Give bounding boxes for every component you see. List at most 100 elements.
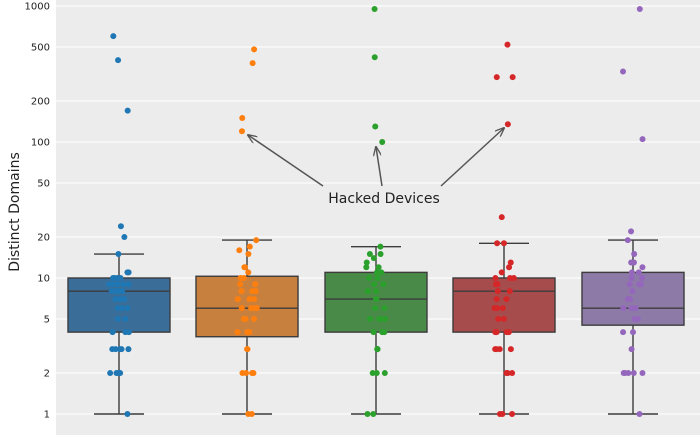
data-point: [494, 240, 501, 247]
data-point: [109, 329, 116, 336]
y-tick-label: 500: [31, 42, 50, 53]
data-point: [628, 228, 635, 235]
data-point: [620, 305, 627, 312]
data-point: [112, 346, 119, 353]
data-point: [370, 411, 377, 417]
data-point: [382, 315, 389, 322]
data-point: [366, 251, 373, 258]
data-point: [503, 296, 510, 303]
data-point: [118, 305, 125, 312]
data-point: [380, 281, 387, 288]
y-axis-title: Distinct Domains: [7, 152, 23, 271]
data-point: [371, 281, 378, 288]
data-point: [509, 74, 516, 81]
y-tick-label: 10: [37, 274, 50, 285]
data-point: [373, 370, 380, 377]
data-point: [245, 251, 252, 258]
data-point: [506, 288, 513, 295]
data-point: [116, 346, 123, 353]
annotation-arrow: [440, 128, 504, 187]
data-point: [251, 305, 258, 312]
data-point: [115, 288, 122, 295]
y-tick-label: 2: [44, 369, 50, 380]
data-point: [379, 329, 386, 336]
data-point: [372, 288, 379, 295]
data-point: [252, 281, 259, 288]
data-point: [251, 46, 258, 53]
data-point: [117, 275, 124, 281]
data-point: [374, 275, 381, 281]
data-point: [124, 305, 131, 312]
data-point: [378, 269, 385, 276]
data-point: [504, 370, 511, 377]
data-point: [370, 255, 377, 262]
data-point: [630, 370, 637, 377]
data-point: [624, 237, 631, 244]
data-point: [371, 54, 378, 61]
data-point: [239, 370, 246, 377]
data-point: [639, 275, 646, 281]
data-point: [237, 281, 244, 288]
data-point: [496, 411, 503, 417]
data-point: [629, 329, 636, 336]
data-point: [375, 264, 382, 271]
data-point: [110, 275, 117, 281]
data-point: [492, 281, 499, 288]
data-point: [236, 247, 243, 254]
data-point: [491, 305, 498, 312]
data-point: [495, 315, 502, 322]
data-point: [504, 121, 511, 128]
data-point: [124, 107, 131, 114]
data-point: [628, 305, 635, 312]
data-point: [492, 329, 499, 336]
data-point: [492, 346, 499, 353]
data-point: [629, 288, 636, 295]
data-point: [365, 275, 372, 281]
data-point: [379, 139, 386, 145]
data-point: [121, 234, 128, 241]
y-tick-label: 1: [44, 410, 50, 421]
data-point: [506, 264, 513, 271]
data-point: [110, 33, 117, 40]
data-point: [238, 128, 245, 135]
box-iqr: [67, 277, 171, 333]
data-point: [115, 251, 122, 258]
data-point: [636, 281, 643, 288]
y-tick-label: 1000: [25, 2, 50, 13]
data-point: [117, 223, 124, 230]
data-point: [374, 346, 381, 353]
data-point: [509, 370, 516, 377]
data-point: [238, 305, 245, 312]
data-point: [624, 296, 631, 303]
data-point: [636, 411, 643, 417]
data-point: [363, 259, 370, 266]
data-point: [372, 123, 379, 130]
data-point: [114, 315, 121, 322]
data-point: [234, 329, 241, 336]
box-iqr: [195, 275, 299, 338]
data-point: [492, 275, 499, 281]
data-point: [377, 251, 384, 258]
data-point: [238, 288, 245, 295]
data-point: [364, 411, 371, 417]
data-point: [634, 315, 641, 322]
box-iqr: [452, 277, 556, 333]
data-point: [245, 411, 252, 417]
data-point: [250, 315, 257, 322]
data-point: [239, 115, 246, 122]
data-point: [500, 315, 507, 322]
data-point: [498, 269, 505, 276]
data-point: [377, 243, 384, 250]
data-point: [504, 41, 511, 48]
data-point: [620, 68, 627, 75]
data-point: [370, 329, 377, 336]
data-point: [620, 329, 627, 336]
data-point: [509, 411, 516, 417]
data-point: [117, 296, 124, 303]
data-point: [115, 370, 122, 377]
data-point: [107, 370, 114, 377]
data-point: [639, 370, 646, 377]
data-point: [628, 346, 635, 353]
data-point: [251, 296, 258, 303]
